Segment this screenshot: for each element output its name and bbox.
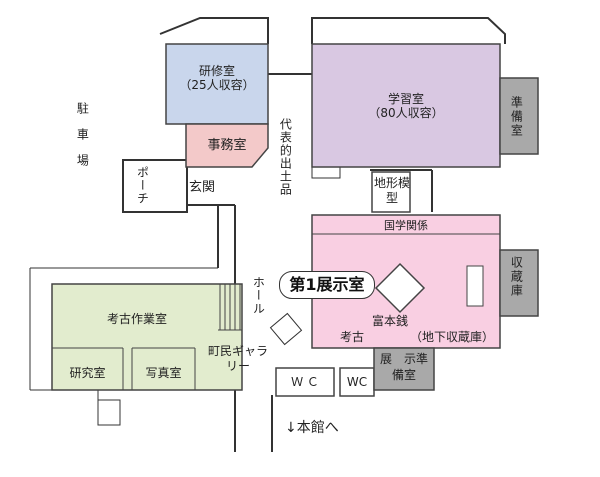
tenji-junbi-room[interactable] <box>373 347 435 391</box>
kokugaku-label: 国学関係 <box>384 219 428 232</box>
kenshu-room[interactable] <box>165 43 269 125</box>
chika-label: （地下収蔵庫） <box>410 330 495 344</box>
tenji-junbi-label: 展 示準備室 <box>379 352 428 382</box>
parking-label: 駐車場 <box>75 102 90 180</box>
junbi-room-label: 準備室 <box>509 96 524 138</box>
daihyou-label: 代表的出土品 <box>278 118 293 196</box>
gakushu-room-label: 学習室（80人収容） <box>368 92 444 121</box>
exhibit-title: 第1展示室 <box>279 271 375 299</box>
fuhonsen-label: 富本銭 <box>372 314 409 328</box>
wc2-label: WC <box>346 375 368 389</box>
jimu-room[interactable] <box>185 123 269 168</box>
hall-label: ホール <box>251 276 266 315</box>
genkan-label: 玄関 <box>189 180 216 195</box>
display-case <box>466 265 484 307</box>
shuzou-label: 収蔵庫 <box>509 256 524 298</box>
chikei-box <box>371 171 411 213</box>
wc-1[interactable] <box>275 367 335 397</box>
kouko-label: 考古 <box>340 330 365 344</box>
wc-2[interactable] <box>339 367 375 397</box>
chikei-label: 地形模型 <box>374 176 411 205</box>
kouko-sagyou-room[interactable] <box>51 283 243 391</box>
porch-label: ポーチ <box>135 166 150 205</box>
kenkyu-label: 研究室 <box>69 366 106 380</box>
jimu-room-label: 事務室 <box>207 138 247 153</box>
kenshu-room-label: 研修室（25人収容） <box>179 64 255 93</box>
stairs <box>218 284 242 331</box>
gallery-label: 町民ギャラリー <box>207 344 268 373</box>
wc1-label: Ｗ Ｃ <box>291 375 319 389</box>
kouko-sagyou-label: 考古作業室 <box>106 312 167 326</box>
fuhonsen-case <box>374 262 426 314</box>
shashin-label: 写真室 <box>145 366 182 380</box>
shuzou-room[interactable] <box>499 249 539 317</box>
honkan-arrow-label[interactable]: ↓本館へ <box>285 420 339 436</box>
junbi-room[interactable] <box>499 77 539 155</box>
